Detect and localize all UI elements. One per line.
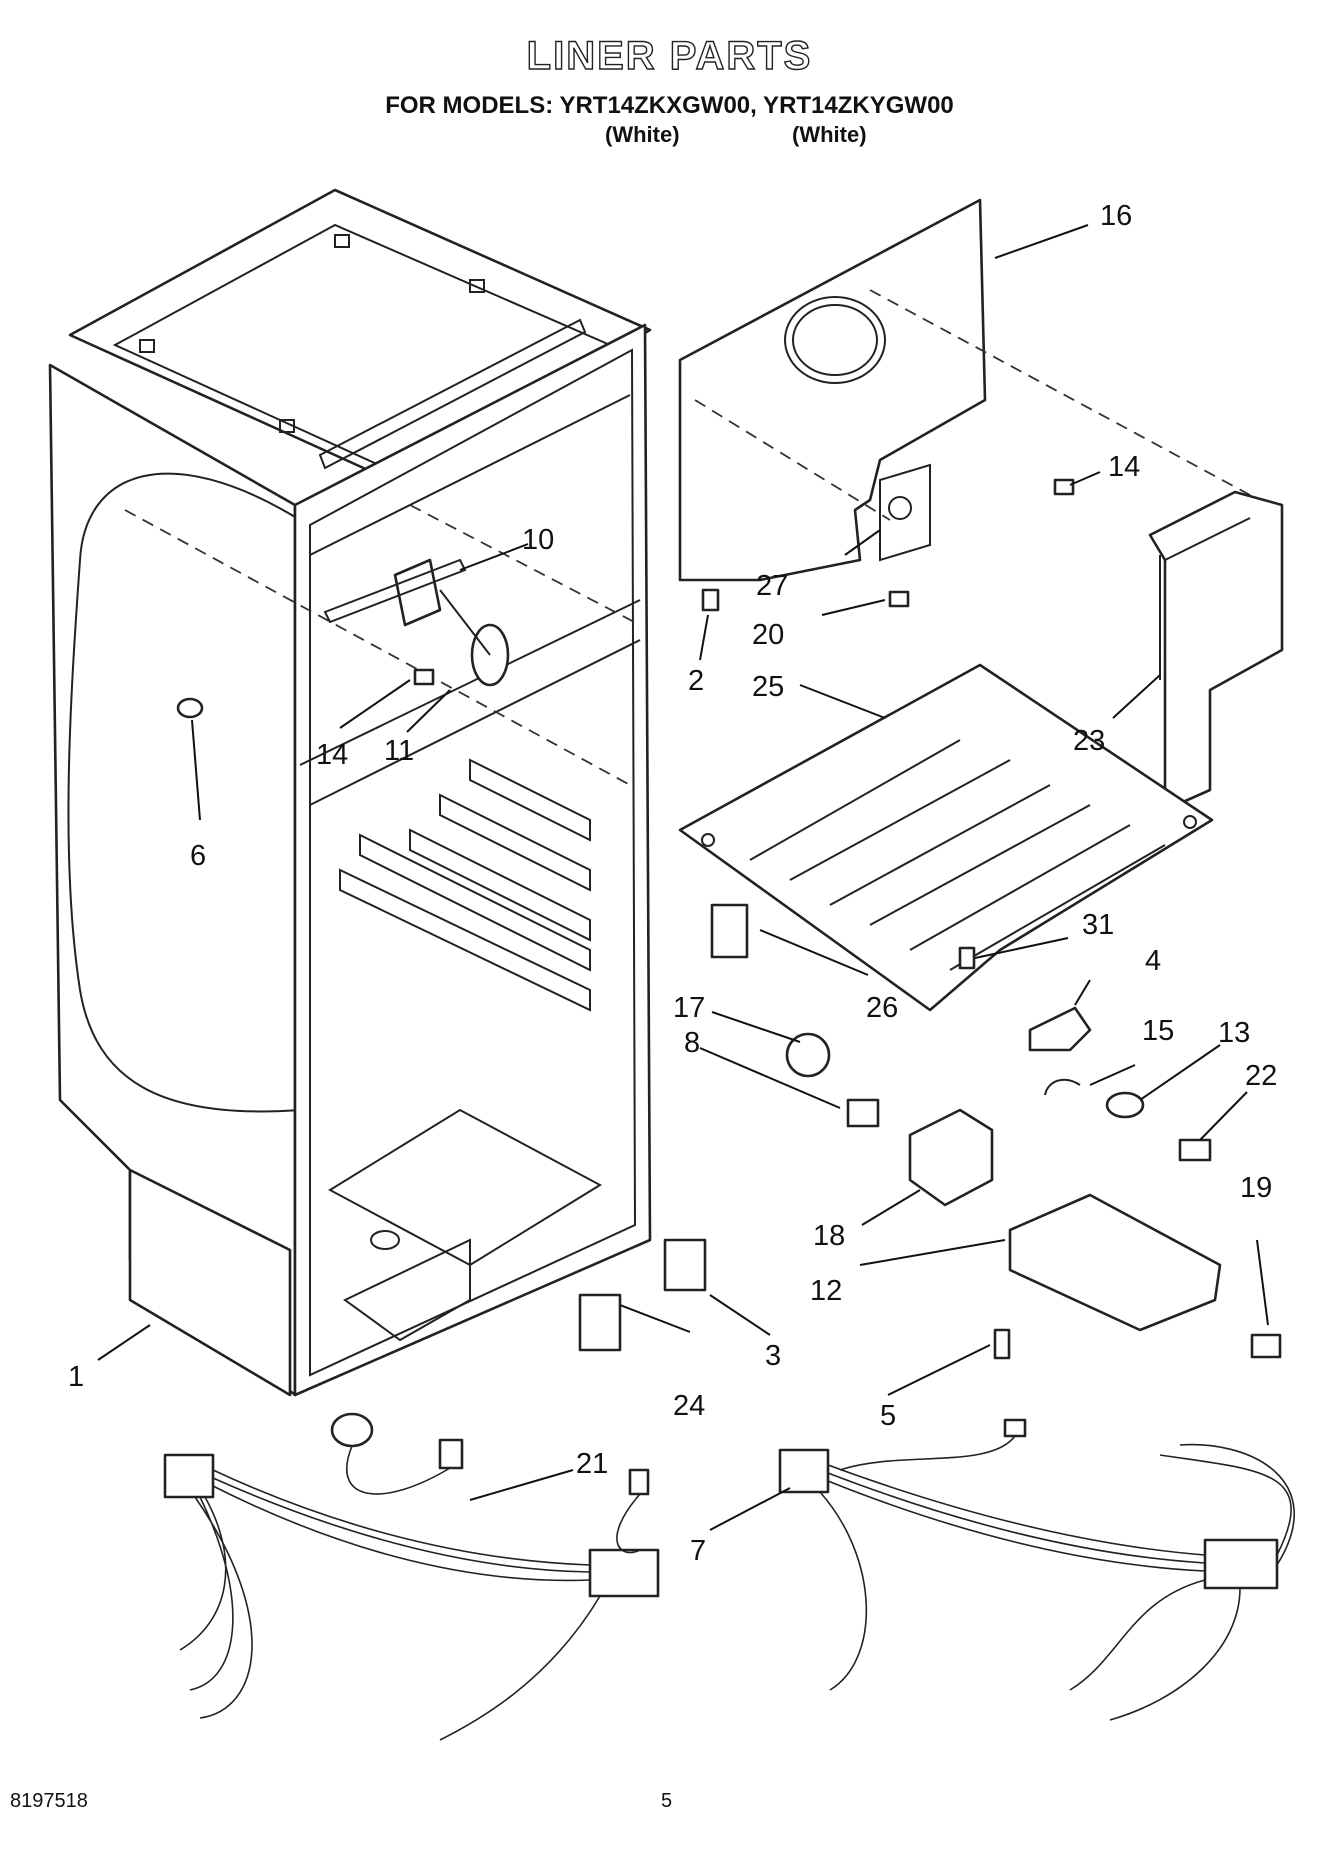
callout-26: 26 <box>866 992 898 1024</box>
part-26-switch <box>710 903 749 959</box>
page-number: 5 <box>661 1790 673 1812</box>
part-5-screw <box>993 1328 1011 1360</box>
part-3-connector <box>663 1238 707 1292</box>
part-13-control <box>1105 1091 1145 1119</box>
part-8-socket <box>846 1098 880 1128</box>
leader-lines <box>97 224 1269 1531</box>
callout-5: 5 <box>880 1400 896 1432</box>
callout-27: 27 <box>756 570 788 602</box>
liner-cabinet <box>48 188 652 1397</box>
part-14-screw-b <box>413 668 435 686</box>
callout-7: 7 <box>690 1535 706 1567</box>
callout-3: 3 <box>765 1340 781 1372</box>
model-variant-a: (White) <box>605 122 680 147</box>
callout-10: 10 <box>522 524 554 556</box>
part-24-connector <box>578 1293 622 1352</box>
callout-22: 22 <box>1245 1060 1277 1092</box>
callout-20: 20 <box>752 619 784 651</box>
callout-15: 15 <box>1142 1015 1174 1047</box>
callout-31: 31 <box>1082 909 1114 941</box>
air-duct-cover <box>1148 490 1284 812</box>
callout-23: 23 <box>1073 725 1105 757</box>
part-19-clip <box>1250 1333 1282 1359</box>
callout-16: 16 <box>1100 200 1132 232</box>
callout-6: 6 <box>190 840 206 872</box>
callout-18: 18 <box>813 1220 845 1252</box>
part-6-plug <box>176 697 204 719</box>
callout-4: 4 <box>1145 945 1161 977</box>
evaporator-cover-panel <box>678 198 1251 582</box>
callout-13: 13 <box>1218 1017 1250 1049</box>
callout-14a: 14 <box>1108 451 1140 483</box>
part-14-screw-a <box>1053 478 1075 496</box>
part-20-screw <box>888 590 910 608</box>
callout-2: 2 <box>688 665 704 697</box>
part-22-connector <box>1178 1138 1212 1162</box>
part-12-control-housing <box>1008 1193 1222 1332</box>
callout-labels: 1 2 3 4 5 6 7 8 10 11 12 13 14 14 15 16 … <box>68 200 1277 1567</box>
callout-14b: 14 <box>316 739 348 771</box>
part-18-light-shield <box>908 1108 994 1207</box>
callout-11: 11 <box>384 735 414 767</box>
fan-motor-assembly <box>323 558 510 687</box>
callout-17: 17 <box>673 992 705 1024</box>
freezer-floor-shelf <box>678 663 1214 1012</box>
callout-25: 25 <box>752 671 784 703</box>
callout-19: 19 <box>1240 1172 1272 1204</box>
model-variant-b: (White) <box>792 122 867 147</box>
part-2-screw <box>701 588 720 612</box>
part-31-screw <box>958 946 976 970</box>
small-parts <box>176 478 1282 1360</box>
callout-21: 21 <box>576 1448 608 1480</box>
wire-harness-21 <box>163 1412 660 1741</box>
models-line: FOR MODELS: YRT14ZKXGW00, YRT14ZKYGW00 <box>385 92 954 119</box>
page-title: LINER PARTS <box>526 33 813 78</box>
document-number: 8197518 <box>10 1790 88 1812</box>
part-17-bulb <box>785 1032 831 1078</box>
callout-24: 24 <box>673 1390 705 1422</box>
callout-12: 12 <box>810 1275 842 1307</box>
part-4-thermostat <box>1028 1006 1092 1052</box>
wire-harness-7 <box>778 1418 1295 1721</box>
callout-8: 8 <box>684 1027 700 1059</box>
callout-1: 1 <box>68 1361 84 1393</box>
